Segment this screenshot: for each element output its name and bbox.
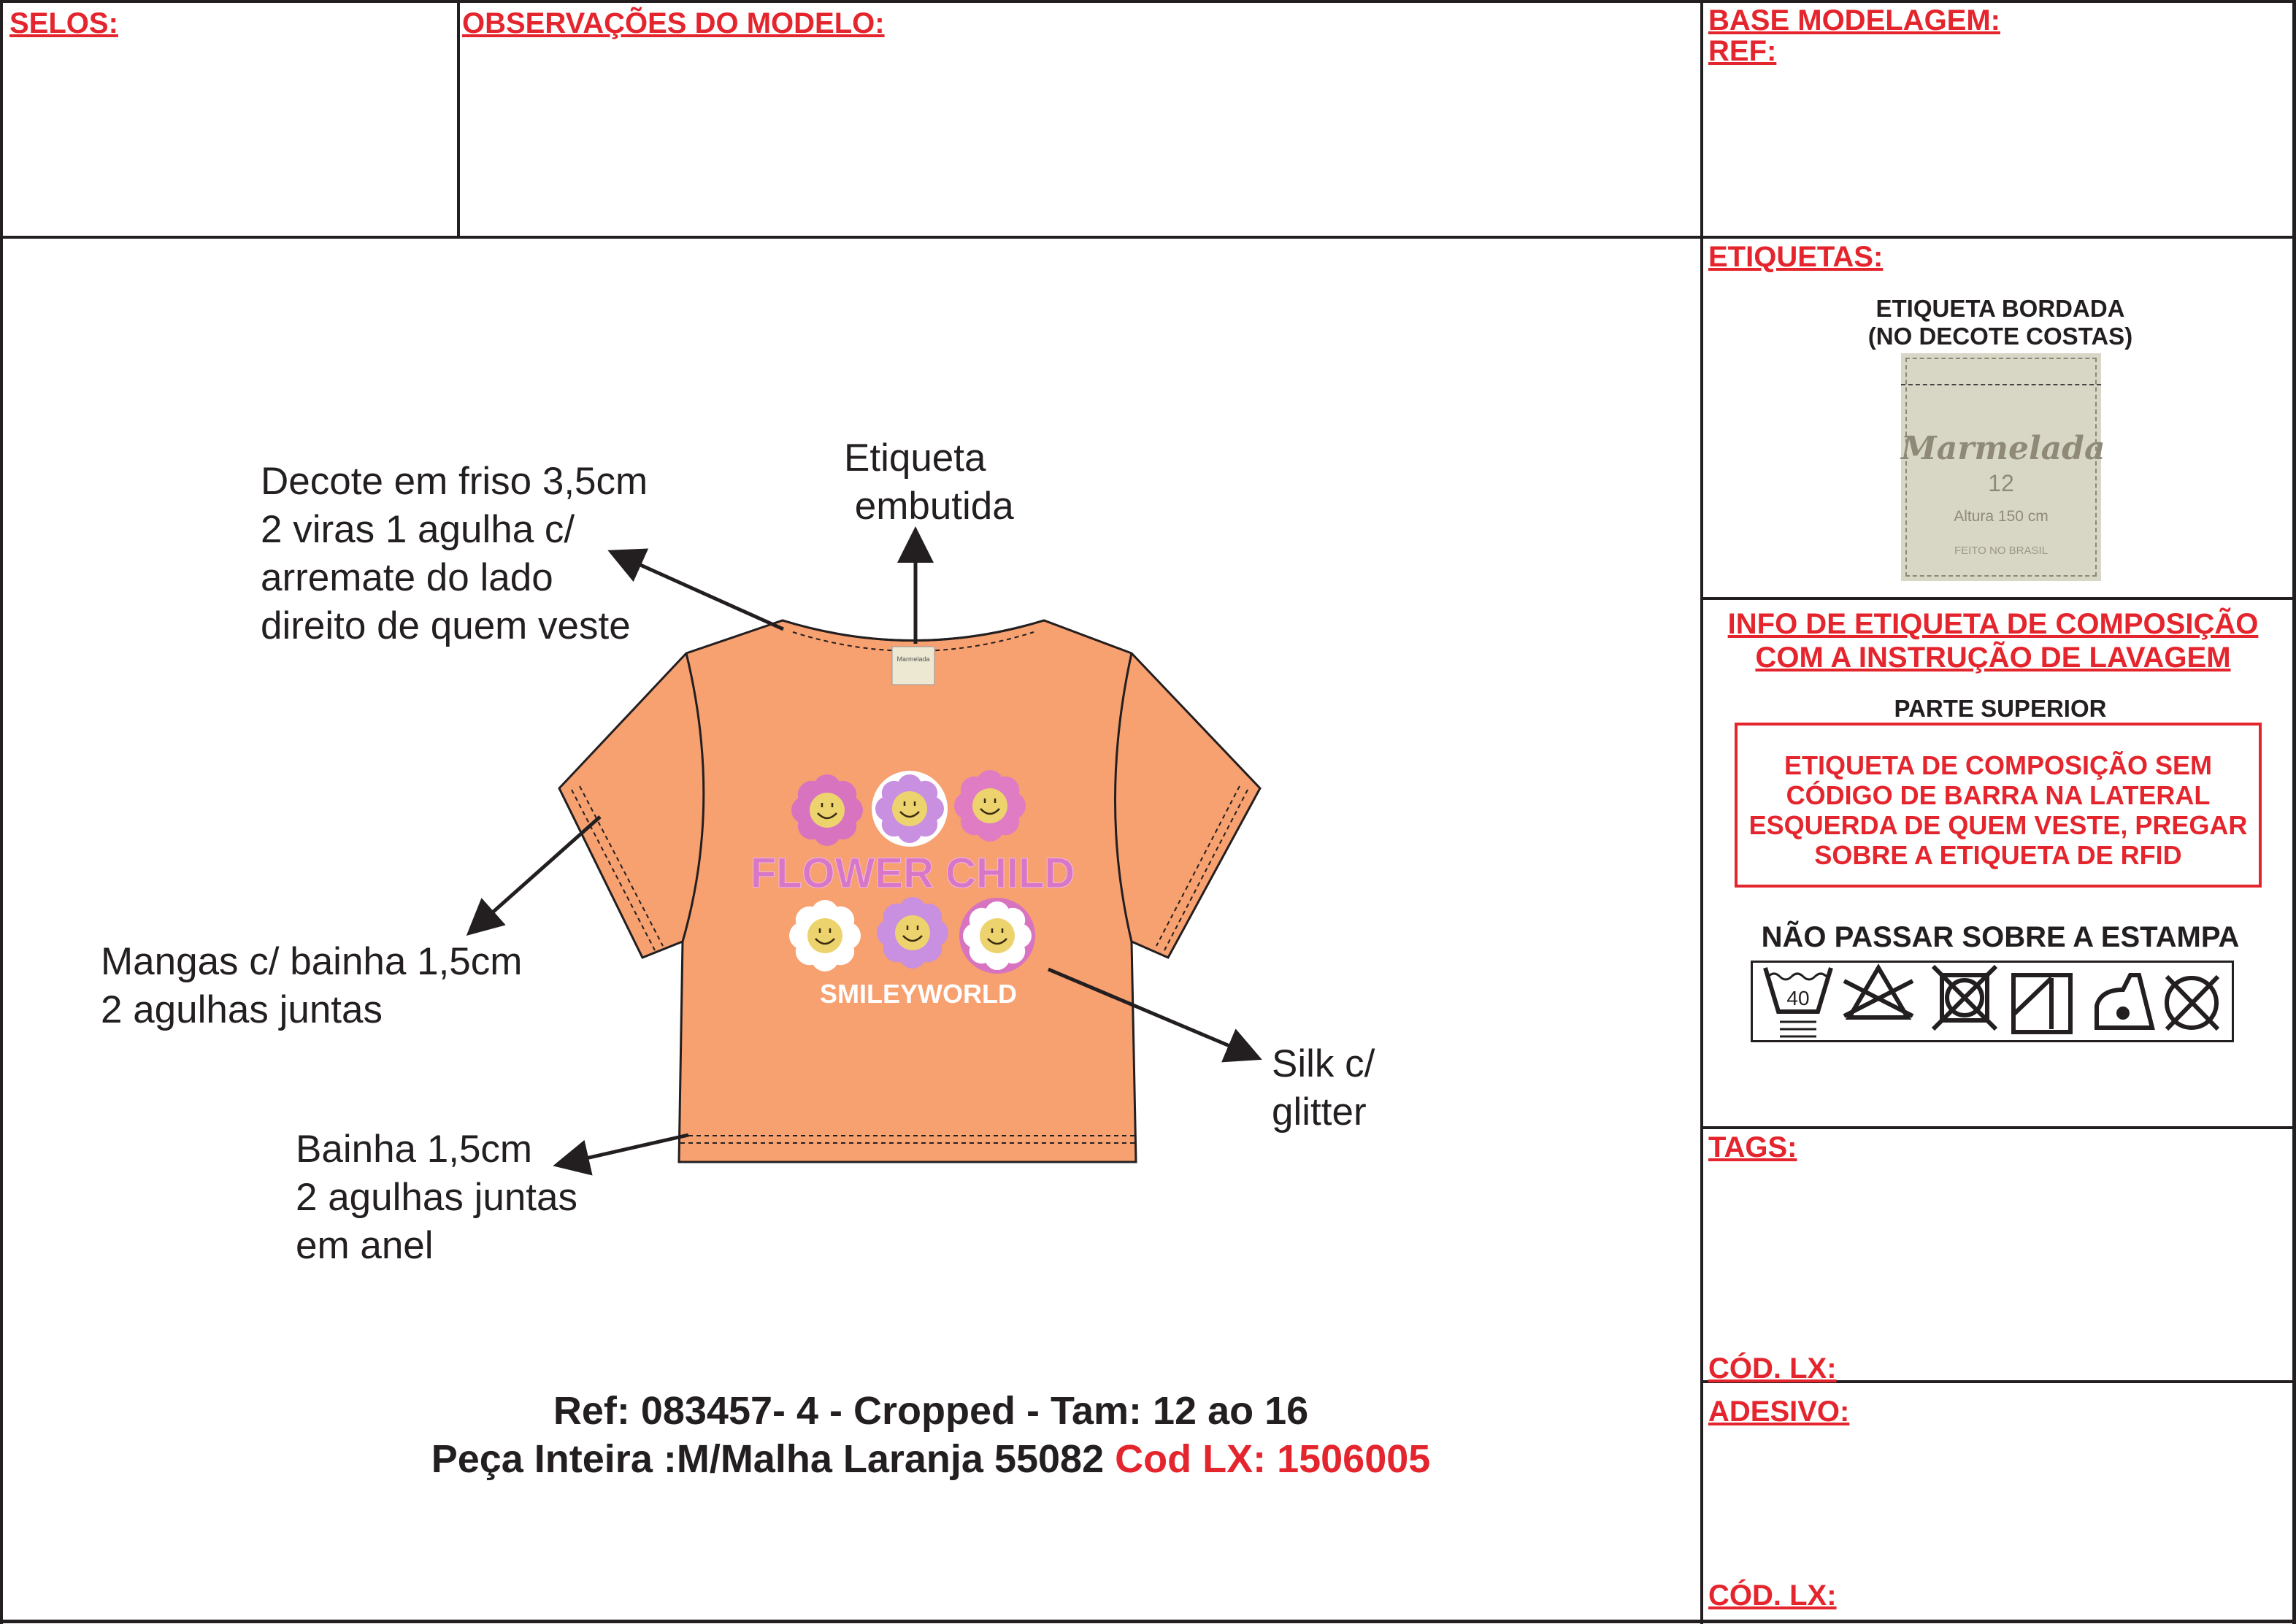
composition-box-line: ETIQUETA DE COMPOSIÇÃO SEM [1784,750,2213,780]
divider-tags [1701,1126,2296,1129]
wash-40-icon: 40 [1763,967,1833,1038]
border-bottom [0,1620,2296,1623]
divider-right-column [1700,0,1703,1624]
dry-flat-shade-icon [2011,973,2073,1034]
composition-box-line: CÓDIGO DE BARRA NA LATERAL [1786,780,2211,810]
arrow-decote [607,548,785,631]
border-left [0,0,3,1624]
composition-box-line: SOBRE A ETIQUETA DE RFID [1814,840,2182,870]
neck-label-text: Marmelada [896,655,929,663]
smiley-flower [872,771,948,847]
footer-ref: Ref: 083457- 4 - Cropped - Tam: 12 ao 16 [553,1389,1309,1433]
label-title-line2: (NO DECOTE COSTAS) [1867,323,2133,350]
footer: Ref: 083457- 4 - Cropped - Tam: 12 ao 16… [277,1387,1584,1483]
smiley-flower [959,898,1035,974]
ref-header: REF: [1708,35,1777,67]
brand-label-image: Marmelada 12 Altura 150 cm FEITO NO BRAS… [1901,353,2105,581]
smiley-flower [877,897,948,969]
label-size: 12 [1988,470,2014,496]
label-title: ETIQUETA BORDADA (NO DECOTE COSTAS) [1774,295,2227,350]
smiley-flower [954,770,1026,842]
composition-box-line: ESQUERDA DE QUEM VESTE, PREGAR [1748,810,2248,840]
smiley-flower [791,774,863,846]
no-tumble-dry-icon [1931,964,1998,1031]
base-modelagem-header: BASE MODELAGEM: [1708,4,2000,36]
composition-subtitle: PARTE SUPERIOR [1894,695,2107,722]
arrow-silk [1048,967,1262,1063]
annotation-decote: Decote em friso 3,5cm 2 viras 1 agulha c… [261,460,648,647]
smiley-flower [789,900,861,971]
footer-cod-lx: Cod LX: 1506005 [1115,1437,1431,1481]
adesivo-cod-lx: CÓD. LX: [1708,1579,1837,1612]
adesivo-header: ADESIVO: [1708,1396,1850,1428]
footer-material: Peça Inteira :M/Malha Laranja 55082 Cod … [277,1435,1584,1483]
observacoes-header: OBSERVAÇÕES DO MODELO: [462,7,885,39]
composition-title: INFO DE ETIQUETA DE COMPOSIÇÃO COM A INS… [1705,607,2281,674]
border-right [2292,0,2296,1624]
tags-cod-lx: CÓD. LX: [1708,1352,1837,1385]
annotation-etiqueta: Etiqueta embutida [844,436,1014,528]
iron-warning: NÃO PASSAR SOBRE A ESTAMPA [1761,921,2240,953]
wash-temp: 40 [1786,987,1809,1009]
no-dry-clean-icon [2165,974,2220,1031]
divider-top-row [0,236,2296,239]
arrow-bainha [553,1133,689,1176]
print-brand: SMILEYWORLD [820,979,1017,1009]
label-brand: Marmelada [1901,430,2105,467]
selos-header: SELOS: [9,7,118,39]
footer-material-text: Peça Inteira :M/Malha Laranja 55082 [431,1437,1116,1481]
tags-header: TAGS: [1708,1131,1797,1163]
label-height: Altura 150 cm [1954,508,2049,525]
label-title-line1: ETIQUETA BORDADA [1875,295,2125,322]
annotation-bainha: Bainha 1,5cm 2 agulhas juntas em anel [296,1128,578,1267]
print-artwork [789,770,1035,974]
composition-title-line1: INFO DE ETIQUETA DE COMPOSIÇÃO [1727,608,2259,640]
etiquetas-header: ETIQUETAS: [1708,241,1884,273]
iron-low-icon [2095,973,2155,1030]
care-symbols-box: 40 [1751,961,2234,1042]
divider-etiquetas [1701,597,2296,600]
divider-selos [457,0,460,237]
label-origin: FEITO NO BRASIL [1954,544,2049,557]
neck-label: Marmelada [891,646,935,685]
t-shirt [558,619,1262,1163]
border-top [0,0,2296,3]
composition-title-line2: COM A INSTRUÇÃO DE LAVAGEM [1755,642,2231,674]
composition-box: ETIQUETA DE COMPOSIÇÃO SEM CÓDIGO DE BAR… [1735,723,2262,888]
arrow-mangas [466,815,602,936]
print-headline: FLOWER CHILD [750,850,1075,897]
annotation-silk: Silk c/ glitter [1272,1042,1375,1134]
divider-adesivo [1701,1380,2296,1383]
no-bleach-icon [1843,963,1914,1020]
annotation-mangas: Mangas c/ bainha 1,5cm 2 agulhas juntas [101,940,523,1031]
